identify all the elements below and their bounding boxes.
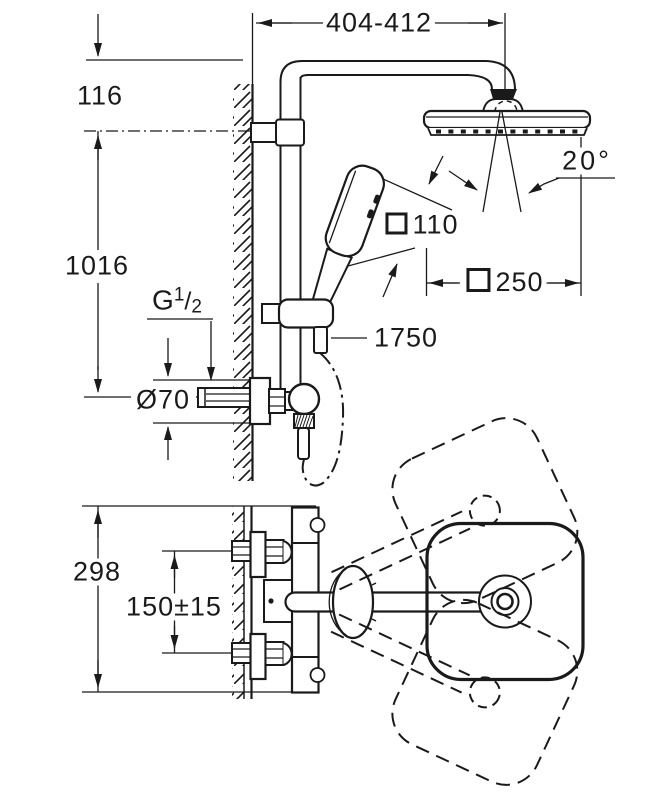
dim-label-riser-height: 1016 — [61, 252, 133, 280]
head-shower-top — [425, 521, 585, 682]
valve-side — [248, 376, 321, 460]
dim-left-heights — [84, 14, 250, 398]
dim-thread-leader — [147, 318, 215, 381]
head-shower-side — [422, 89, 592, 136]
shower-hose — [301, 352, 345, 487]
square-symbol-icon — [466, 268, 491, 292]
square-symbol-icon — [385, 212, 408, 235]
dim-escutcheon — [153, 338, 251, 460]
hose-outlet — [297, 427, 310, 460]
dim-label-supply-distance: 150±15 — [123, 593, 225, 621]
dim-label-swivel-angle: 20° — [559, 147, 615, 175]
shower-arm-top — [284, 591, 494, 613]
dim-swivel-angle — [448, 111, 615, 213]
diverter-knob — [287, 382, 321, 416]
supply-nipple — [197, 387, 253, 408]
dim-thermostat-width — [82, 505, 316, 693]
supply-fittings — [231, 530, 293, 681]
wall-hatch — [232, 506, 244, 699]
ball-joint-top — [478, 574, 532, 629]
dim-arm-reach — [256, 13, 506, 92]
dim-label-thread: G1/2 — [149, 285, 205, 317]
dim-label-hand-shower-size: 110 — [382, 211, 462, 239]
wall-hatch — [233, 84, 252, 481]
dim-label-thermostat-width: 298 — [69, 558, 125, 586]
dim-label-top-offset: 116 — [73, 82, 127, 110]
valve-escutcheon — [248, 376, 272, 426]
hand-shower-head — [324, 164, 386, 258]
dim-label-arm-reach: 404-412 — [322, 9, 436, 37]
dim-label-head-shower-size: 250 — [463, 268, 547, 296]
front-view — [84, 13, 615, 487]
swivel-position-up — [331, 417, 579, 605]
dim-label-hose-length: 1750 — [370, 324, 442, 352]
hand-shower-top — [328, 564, 377, 640]
top-view — [82, 417, 585, 786]
ball-joint-nut — [490, 89, 517, 99]
dim-label-escutcheon-diameter: Ø70 — [132, 386, 194, 414]
wall-bracket — [250, 118, 305, 147]
slider-clamp — [261, 298, 335, 354]
